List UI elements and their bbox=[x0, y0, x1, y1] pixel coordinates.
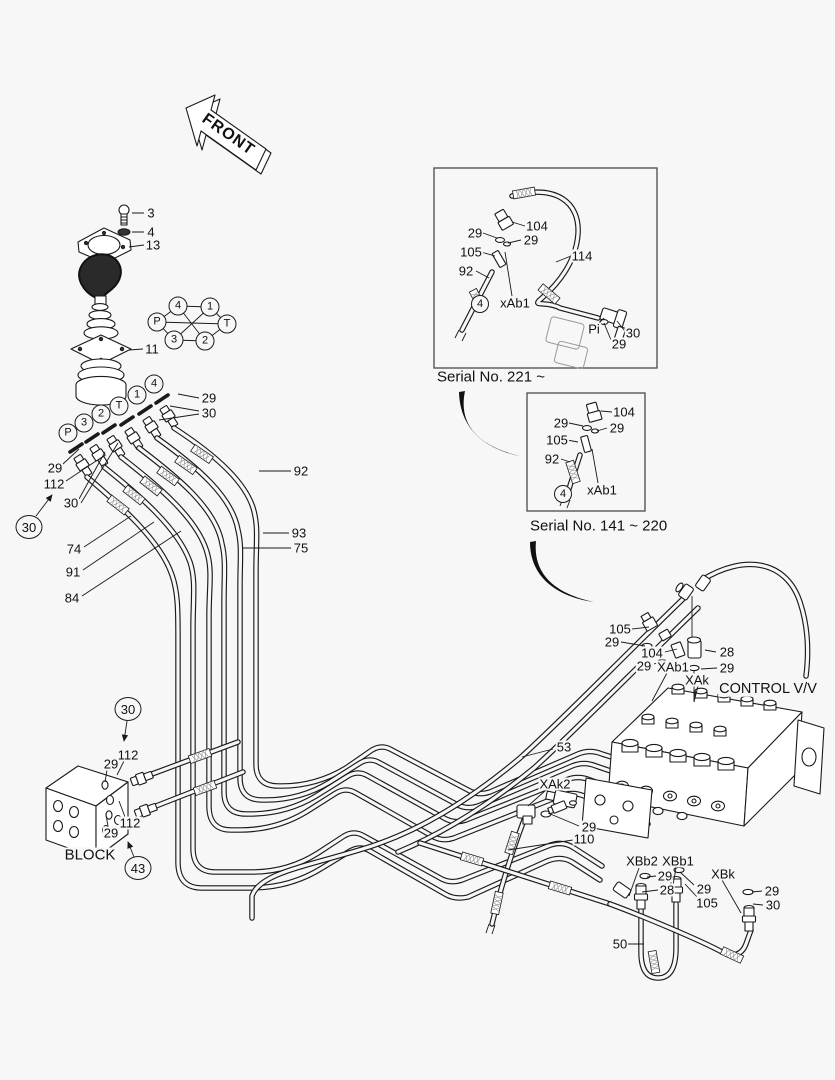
part-number-112: 112 bbox=[42, 476, 66, 492]
part-number-28: 28 bbox=[718, 644, 736, 660]
part-number-29: 29 bbox=[718, 660, 736, 676]
part-number-30: 30 bbox=[200, 405, 218, 421]
part-number-29: 29 bbox=[522, 232, 540, 248]
part-number-29: 29 bbox=[635, 658, 653, 674]
port-circle-3: 3 bbox=[74, 413, 94, 433]
part-number-110: 110 bbox=[572, 831, 596, 847]
part-number-112: 112 bbox=[118, 815, 142, 831]
port-label-XAk: XAk bbox=[684, 672, 710, 688]
control-valve-label: CONTROL V/V bbox=[718, 680, 818, 697]
part-number-29: 29 bbox=[200, 390, 218, 406]
part-number-92: 92 bbox=[543, 451, 561, 467]
u-hoses bbox=[607, 901, 754, 981]
part-number-29: 29 bbox=[610, 336, 628, 352]
portmap-circle-3: 3 bbox=[164, 330, 184, 350]
part-number-29: 29 bbox=[763, 883, 781, 899]
part-number-105: 105 bbox=[608, 621, 632, 637]
part-number-29: 29 bbox=[580, 819, 598, 835]
part-number-29: 29 bbox=[552, 415, 570, 431]
port-circle-2: 2 bbox=[91, 404, 111, 424]
part-number-29: 29 bbox=[603, 634, 621, 650]
part-number-29: 29 bbox=[608, 420, 626, 436]
part-number-29: 29 bbox=[466, 225, 484, 241]
control-valve bbox=[545, 683, 825, 839]
part-number-29: 29 bbox=[695, 881, 713, 897]
part-number-74: 74 bbox=[65, 541, 83, 557]
part-number-13: 13 bbox=[144, 237, 162, 253]
swoosh-arrow-2 bbox=[530, 541, 594, 602]
part-number-30: 30 bbox=[764, 897, 782, 913]
port-label-xAb1-inset1: xAb1 bbox=[499, 295, 531, 311]
swoosh-arrow-1 bbox=[459, 391, 524, 457]
part-number-29: 29 bbox=[656, 868, 674, 884]
circled-callout-30-block: 30 bbox=[114, 697, 142, 721]
part-number-28: 28 bbox=[658, 882, 676, 898]
mounting-bolt bbox=[118, 204, 130, 226]
port-label-XBb1: XBb1 bbox=[661, 853, 695, 869]
block-hoses bbox=[149, 739, 246, 809]
part-number-50: 50 bbox=[611, 936, 629, 952]
part-number-92: 92 bbox=[457, 263, 475, 279]
part-number-112: 112 bbox=[116, 747, 140, 763]
part-number-29: 29 bbox=[102, 825, 120, 841]
part-number-104: 104 bbox=[640, 645, 664, 661]
port-circle-1: 1 bbox=[127, 385, 147, 405]
port-label-XAb1: XAb1 bbox=[656, 659, 690, 675]
pilot-hoses bbox=[84, 425, 687, 901]
port-label-XBb2: XBb2 bbox=[625, 853, 659, 869]
port-circle-T: T bbox=[109, 396, 129, 416]
part-number-75: 75 bbox=[292, 540, 310, 556]
part-number-105: 105 bbox=[459, 244, 483, 260]
part-number-105: 105 bbox=[545, 432, 569, 448]
part-number-91: 91 bbox=[64, 564, 82, 580]
port-circle-P: P bbox=[58, 423, 78, 443]
inset2-caption: Serial No. 141 ~ 220 bbox=[529, 517, 669, 535]
part-number-11: 11 bbox=[144, 341, 160, 357]
pilot-port-fittings bbox=[68, 393, 181, 479]
bottom-fittings bbox=[485, 866, 757, 935]
part-number-104: 104 bbox=[525, 218, 549, 234]
part-number-93: 93 bbox=[290, 525, 308, 541]
port-label-XBk: XBk bbox=[710, 866, 736, 882]
circled-callout-43: 43 bbox=[124, 856, 152, 880]
washer bbox=[117, 228, 131, 236]
part-number-3: 3 bbox=[146, 205, 156, 221]
part-number-92: 92 bbox=[292, 463, 310, 479]
portmap-circle-1: 1 bbox=[200, 297, 220, 317]
block-label: BLOCK bbox=[63, 846, 117, 864]
leader-lines bbox=[35, 212, 764, 945]
portmap-circle-P: P bbox=[147, 312, 167, 332]
part-number-29: 29 bbox=[46, 460, 64, 476]
portmap-circle-4: 4 bbox=[168, 296, 188, 316]
circled-callout-30-left: 30 bbox=[15, 515, 43, 539]
part-number-4: 4 bbox=[146, 224, 156, 240]
part-number-30: 30 bbox=[624, 325, 642, 341]
port-circle-4: 4 bbox=[144, 374, 164, 394]
inset1-caption: Serial No. 221 ~ bbox=[436, 368, 546, 386]
block bbox=[45, 765, 159, 859]
part-number-30: 30 bbox=[62, 495, 80, 511]
xak2-fittings bbox=[516, 800, 578, 825]
front-arrow bbox=[185, 94, 272, 175]
part-number-105: 105 bbox=[695, 895, 719, 911]
joystick bbox=[70, 253, 132, 406]
portmap-circle-2: 2 bbox=[195, 331, 215, 351]
port-label-xAb1-inset2: xAb1 bbox=[586, 482, 618, 498]
port-label-Pi: Pi bbox=[587, 321, 601, 337]
part-number-84: 84 bbox=[63, 590, 81, 606]
circled-port-4-inset1: 4 bbox=[471, 295, 489, 313]
circled-port-4-inset2: 4 bbox=[554, 485, 572, 503]
part-number-114: 114 bbox=[570, 248, 594, 264]
part-number-104: 104 bbox=[612, 404, 636, 420]
bottom-diagonal-hose bbox=[417, 840, 613, 907]
part-number-29: 29 bbox=[102, 756, 120, 772]
part-number-53: 53 bbox=[555, 739, 573, 755]
portmap-circle-T: T bbox=[217, 314, 237, 334]
mounting-plate bbox=[77, 227, 132, 264]
port-label-XAk2: XAk2 bbox=[538, 776, 572, 792]
